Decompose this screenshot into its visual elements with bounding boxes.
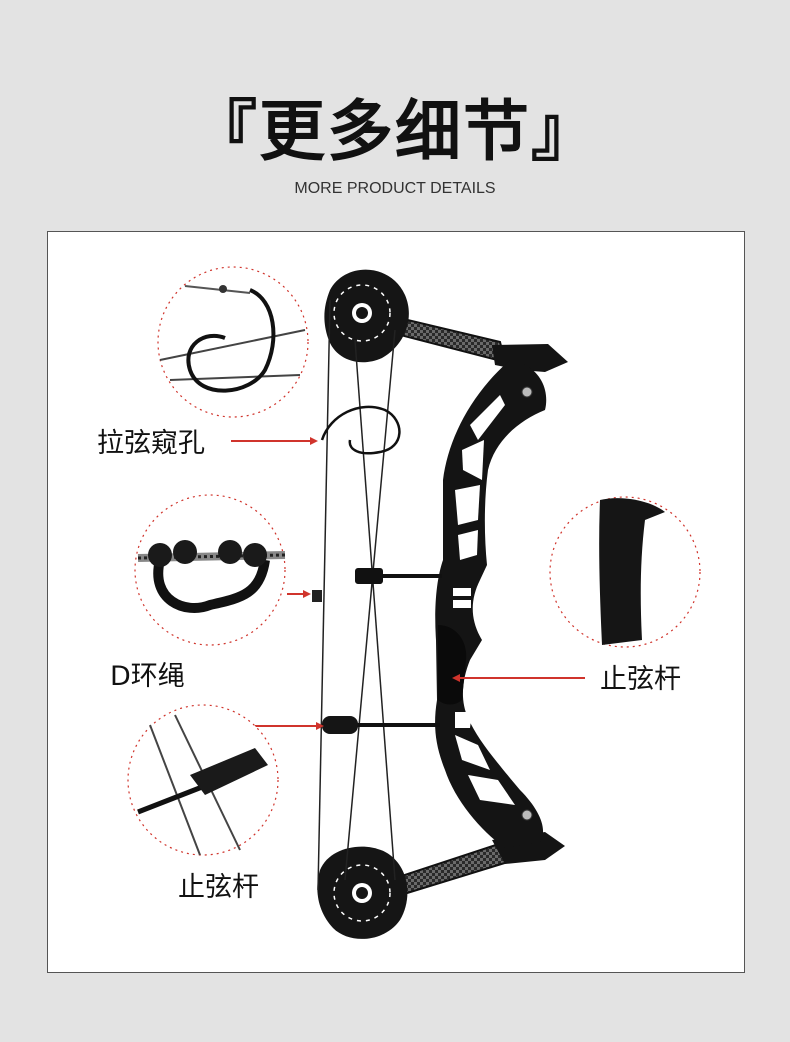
- string-stop-damper: [322, 716, 358, 734]
- d-loop-detail: [134, 494, 286, 646]
- bow-body: [343, 303, 568, 912]
- page-subtitle: MORE PRODUCT DETAILS: [294, 180, 496, 197]
- limb-stop-label-right: 止弦杆: [600, 664, 681, 695]
- d-loop-marker: [312, 590, 322, 602]
- bow-grip: [438, 625, 467, 705]
- limb-stop-label-left: 止弦杆: [178, 872, 259, 903]
- peep-sight-label: 拉弦窥孔: [97, 428, 205, 459]
- peep-sight-detail: [157, 266, 309, 418]
- string-stop-detail-left: [127, 704, 279, 856]
- riser-cutouts: [453, 395, 515, 805]
- upper-cam: [324, 269, 409, 363]
- bow-riser: [435, 360, 547, 848]
- pointer-lines: [231, 437, 585, 730]
- grip-detail: [549, 496, 701, 648]
- bow-strings: [317, 299, 396, 891]
- page-title: 『更多细节』: [191, 93, 599, 170]
- lower-cam: [317, 846, 408, 939]
- arrow-rest: [355, 568, 383, 584]
- d-loop-label: D环绳: [110, 661, 185, 692]
- lower-screw: [521, 809, 533, 821]
- upper-screw: [521, 386, 533, 398]
- peep-sight-loop: [320, 405, 401, 455]
